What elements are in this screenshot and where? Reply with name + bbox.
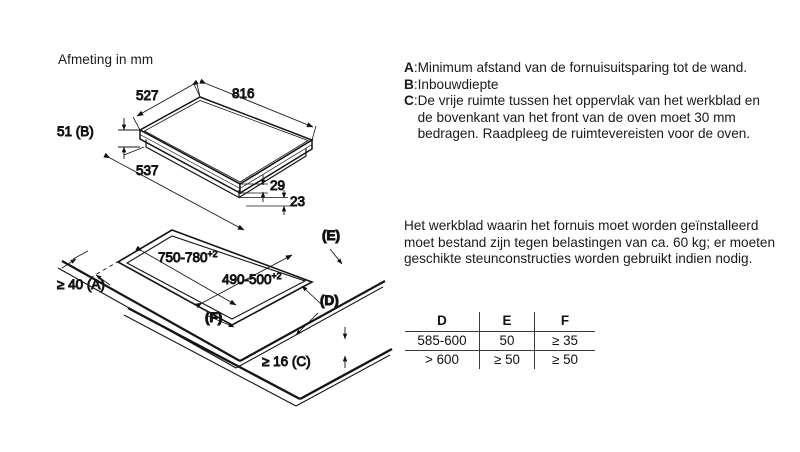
worktop-front-edge bbox=[123, 306, 393, 407]
leader-E bbox=[329, 248, 343, 265]
dim-label-29: 29 bbox=[270, 178, 285, 193]
table-row: 585-600 50 ≥ 35 bbox=[405, 331, 595, 351]
table-cell-e-2: ≥ 50 bbox=[479, 350, 535, 369]
table-header-d: D bbox=[437, 313, 447, 328]
dim-label-537: 537 bbox=[136, 163, 159, 178]
leader-D bbox=[295, 285, 323, 336]
legend-key-a: A bbox=[404, 60, 414, 75]
technical-drawing-panel: Afmeting in mm bbox=[57, 52, 393, 407]
table-cell-f-1: ≥ 35 bbox=[534, 331, 595, 351]
label-E: (E) bbox=[322, 228, 340, 243]
legend-text-c: De vrije ruimte tussen het oppervlak van… bbox=[417, 93, 760, 142]
dim-29 bbox=[240, 175, 268, 202]
installation-note-paragraph: Het werkblad waarin het fornuis moet wor… bbox=[404, 218, 776, 267]
dim-537 bbox=[103, 146, 245, 231]
table-cell-e-1: 50 bbox=[479, 331, 535, 351]
legend-item-c: C : De vrije ruimte tussen het oppervlak… bbox=[404, 93, 776, 143]
legend-text-a: Minimum afstand van de fornuisuitsparing… bbox=[417, 60, 748, 75]
dim-label-worktop-thickness: ≥ 16 (C) bbox=[262, 354, 311, 369]
table-cell-f-2: ≥ 50 bbox=[534, 350, 595, 369]
legend-item-b: B : Inbouwdiepte bbox=[404, 77, 776, 94]
legend-key-b: B bbox=[404, 76, 414, 92]
legend-key-c: C bbox=[404, 93, 414, 109]
dim-label-wall-distance: ≥ 40 (A) bbox=[57, 277, 105, 292]
table-header-row: D E F bbox=[405, 312, 595, 332]
table-header-e: E bbox=[479, 312, 535, 332]
table-cell-d-1: 585-600 bbox=[405, 331, 480, 351]
legend-colon-b: : bbox=[413, 76, 418, 92]
table-row: > 600 ≥ 50 ≥ 50 bbox=[405, 350, 595, 369]
legend-list: A : Minimum afstand van de fornuisuitspa… bbox=[404, 60, 776, 143]
label-F: (F) bbox=[205, 310, 222, 325]
dim-wall-distance bbox=[61, 250, 111, 286]
dim-label-23: 23 bbox=[290, 194, 305, 209]
dim-label-cutout-depth: 490-500+2 bbox=[222, 271, 282, 287]
legend-colon-c: : bbox=[413, 93, 418, 109]
dim-23 bbox=[239, 190, 292, 215]
dim-527 bbox=[132, 79, 201, 131]
dim-cutout-depth bbox=[195, 254, 293, 309]
dim-label-51-B: 51 (B) bbox=[57, 124, 94, 139]
dim-label-cutout-width: 750-780+2 bbox=[158, 249, 218, 265]
legend-colon-a: : bbox=[413, 60, 418, 75]
dim-label-527: 527 bbox=[136, 88, 159, 103]
dimension-spec-table: D E F 585-600 50 ≥ 35 > 600 ≥ 50 ≥ 50 bbox=[405, 312, 595, 369]
text-panel: A : Minimum afstand van de fornuisuitspa… bbox=[402, 0, 800, 452]
table-cell-d-2: > 600 bbox=[425, 352, 459, 367]
dim-label-816: 816 bbox=[232, 86, 255, 101]
legend-item-a: A : Minimum afstand van de fornuisuitspa… bbox=[404, 60, 776, 77]
drawing-title: Afmeting in mm bbox=[58, 52, 154, 67]
legend-text-b: Inbouwdiepte bbox=[417, 76, 499, 92]
leader-F bbox=[207, 315, 235, 328]
label-D: (D) bbox=[320, 293, 339, 308]
hob-installation-diagram: 816 527 51 (B) bbox=[57, 78, 393, 407]
table-header-f: F bbox=[534, 312, 595, 332]
